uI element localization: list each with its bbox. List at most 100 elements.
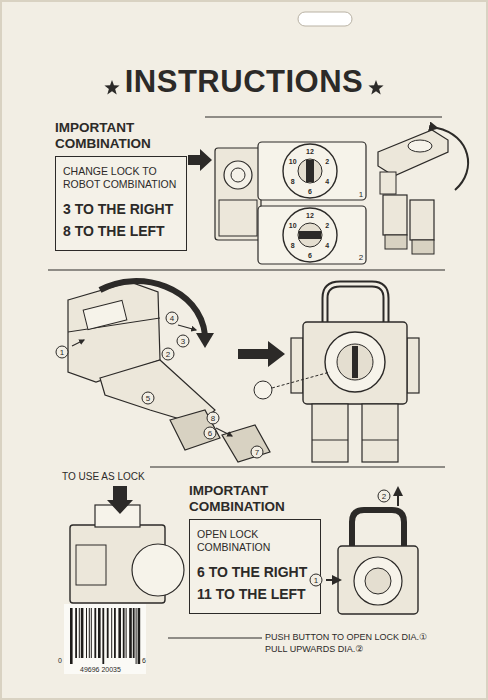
barcode-bar [138,608,141,664]
leg-line [312,440,348,441]
star [368,80,383,94]
dial-hub [298,159,322,183]
dial-number: 8 [291,178,295,185]
combination-step: 11 TO THE LEFT [197,583,314,605]
robot-dial [325,332,385,392]
callout-number: 7 [251,446,264,459]
dial-pointer [299,231,321,239]
dial-number: 2 [325,158,329,165]
dial-number: 4 [325,178,329,185]
dial-number: 4 [325,242,329,249]
lock-dial [132,544,184,596]
panel-detail [76,545,106,585]
dial-number: 8 [291,242,295,249]
callout-number: 8 [207,412,220,425]
combination-step: 3 TO THE RIGHT [63,198,180,220]
dial-number: 12 [306,148,314,155]
barcode-digits: 49696 20035 [80,666,121,673]
callout-number: 4 [166,312,179,325]
robot-foot [170,410,220,450]
star-group [104,80,119,94]
barcode-bar [136,608,137,664]
callout-number: 2 [378,490,391,503]
callout-number: 2 [162,348,175,361]
move-arrow [216,428,232,436]
callout-number: 1 [56,346,69,359]
step-arrow [188,149,212,171]
leader-line [272,372,330,388]
barcode-bar [129,608,132,658]
combination-step: 6 TO THE RIGHT [197,561,314,583]
robot-arm [291,338,303,393]
callout-number: 1 [310,574,323,587]
barcode-bar [79,608,80,658]
barcode-bar [133,608,135,658]
title-text: INSTRUCTIONS [0,64,488,100]
barcode-bar [114,608,116,658]
callout-number: 6 [204,427,217,440]
dial-panel [258,142,366,200]
lock-dial [224,161,252,189]
robot-foot [412,240,434,254]
lock-dial-hub [365,568,391,594]
box-heading: IMPORTANT COMBINATION [189,483,321,515]
panel-number: 2 [359,254,363,262]
lock-dial [354,557,402,605]
fold-arrow [100,281,205,335]
robot-foot [222,425,270,462]
rotate-arrow [437,128,468,190]
box-text: CHANGE LOCK TO ROBOT COMBINATION [63,165,180,191]
star-group [368,80,383,94]
hanger-slot [298,12,352,26]
panel-number: 1 [359,191,363,199]
barcode-bar [107,608,109,658]
callout-number: 5 [142,392,155,405]
dial-number: 6 [308,188,312,195]
dial-pointer [352,346,358,378]
robot-leg [383,195,407,235]
leg-line [362,440,398,441]
dial-number: 10 [289,158,297,165]
rule-line [205,117,442,118]
barcode-bar [126,608,127,658]
note-text: PUSH BUTTON TO OPEN LOCK DIA.① [265,633,427,642]
dial-pointer [306,160,314,182]
dial-number: 2 [325,222,329,229]
note-text: PULL UPWARDS DIA.② [265,645,363,654]
lock-shackle [352,510,404,548]
lock-body [338,546,418,614]
combination-box: IMPORTANT COMBINATION CHANGE LOCK TO ROBO… [55,120,187,251]
leader-line [168,638,262,639]
box-text: OPEN LOCK COMBINATION [197,528,314,554]
panel-detail [83,300,127,329]
combination-box: IMPORTANT COMBINATION OPEN LOCK COMBINATI… [189,483,321,614]
move-arrow [178,325,196,330]
robot-arm [380,172,396,194]
barcode-bar [111,608,112,658]
barcode-bar [118,608,121,658]
barcode-bar [86,608,87,658]
robot-leg [410,200,434,240]
barcode-bar [98,608,101,658]
barcode [70,608,140,664]
rule-line [150,466,445,467]
box-border: CHANGE LOCK TO ROBOT COMBINATION 3 TO THE… [55,156,187,251]
barcode-background [64,604,146,674]
robot-dial-hub [337,344,373,380]
robot-head-block [378,130,448,176]
lock-body [215,148,261,240]
rule-line [48,269,445,270]
box-border: OPEN LOCK COMBINATION 6 TO THE RIGHT11 TO… [189,519,321,614]
callout-number: 3 [177,335,190,348]
fold-arrow-head [196,333,214,348]
barcode-bar [70,608,73,664]
dial-number: 10 [289,222,297,229]
box-heading: IMPORTANT COMBINATION [55,120,187,152]
lock-base [219,200,257,236]
move-arrow [72,340,84,346]
push-arrow [326,579,340,581]
star [104,80,119,94]
barcode-bar [89,608,90,658]
robot-leg [312,404,348,462]
